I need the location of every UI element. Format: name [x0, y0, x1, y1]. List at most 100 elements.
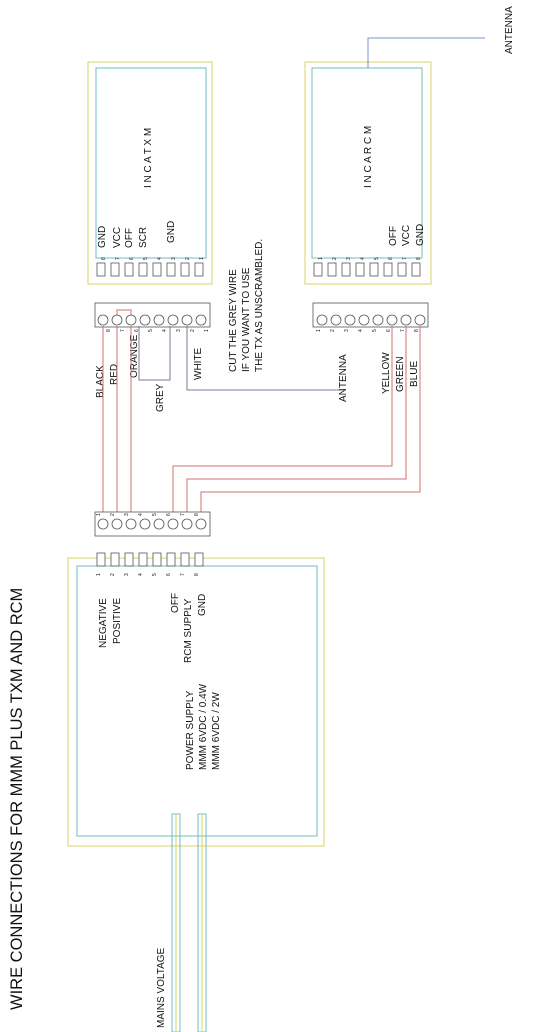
svg-text:2: 2	[332, 257, 338, 260]
svg-text:6: 6	[134, 329, 140, 332]
wire-label-black: BLACK	[95, 365, 106, 398]
svg-text:5: 5	[148, 329, 154, 332]
wire-label-yellow: YELLOW	[381, 352, 392, 394]
svg-text:IF YOU WANT TO USE: IF YOU WANT TO USE	[241, 267, 252, 372]
tx-wire-labels: BLACK RED ORANGE GREY WHITE	[95, 334, 204, 412]
rcm-name: I N C A R C M	[363, 126, 374, 188]
svg-text:3: 3	[124, 573, 130, 576]
wire-label-orange: ORANGE	[129, 334, 140, 378]
txm-pin-label: SCR	[138, 227, 149, 248]
txm-pin-label: GND	[97, 226, 108, 248]
wires	[102, 309, 421, 512]
svg-text:5: 5	[372, 329, 378, 332]
wire-green	[186, 326, 407, 512]
svg-text:MMM 6VDC / 2W: MMM 6VDC / 2W	[211, 692, 222, 770]
rcm-module: I N C A R C M OFF VCC GND 1 2 3 4 5 6 7 …	[304, 61, 432, 285]
svg-text:6: 6	[166, 573, 172, 576]
svg-text:2: 2	[110, 513, 116, 516]
svg-text:5: 5	[374, 257, 380, 260]
txm-pin-labels: GND VCC OFF SCR GND	[97, 221, 177, 248]
svg-text:7: 7	[402, 257, 408, 260]
rcm-pin-header: 1 2 3 4 5 6 7 8	[313, 257, 422, 277]
rcm-pin-label: VCC	[401, 225, 412, 246]
svg-text:6: 6	[166, 513, 172, 516]
psu-pin-labels: NEGATIVE POSITIVE OFF RCM SUPPLY GND	[98, 593, 208, 663]
svg-text:8: 8	[101, 257, 107, 260]
psu-pin-label: RCM SUPPLY	[183, 598, 194, 663]
txm-pin-label: OFF	[124, 228, 135, 248]
txm-name: I N C A T X M	[143, 128, 154, 188]
svg-text:7: 7	[180, 573, 186, 576]
svg-text:6: 6	[129, 257, 135, 260]
svg-text:1: 1	[318, 257, 324, 260]
wire-label-antenna: ANTENNA	[338, 354, 349, 402]
svg-text:8: 8	[414, 329, 420, 332]
wire-blue	[200, 326, 421, 512]
top-antenna-label: ANTENNA	[504, 6, 515, 54]
mains-voltage-label: MAINS VOLTAGE	[156, 947, 167, 1028]
mid-connector: 1 2 3 4 5 6 7 8	[94, 511, 211, 537]
txm-module: I N C A T X M GND VCC OFF SCR GND 8 7 6 …	[87, 61, 213, 285]
psu-pin-label: POSITIVE	[112, 598, 123, 644]
rx-connector: 1 2 3 4 5 6 7 8	[312, 302, 429, 332]
svg-text:4: 4	[157, 257, 163, 260]
svg-text:POWER SUPPLY: POWER SUPPLY	[185, 690, 196, 770]
svg-text:1: 1	[316, 329, 322, 332]
mains-cables	[171, 813, 207, 1032]
txm-pin-header: 8 7 6 5 4 3 2 1	[96, 257, 205, 277]
svg-text:1: 1	[199, 257, 205, 260]
psu-pin-label: NEGATIVE	[98, 598, 109, 648]
svg-text:8: 8	[194, 573, 200, 576]
svg-text:1: 1	[204, 329, 210, 332]
svg-text:3: 3	[346, 257, 352, 260]
svg-text:7: 7	[120, 329, 126, 332]
tx-connector: 8 7 6 5 4 3 2 1	[94, 302, 211, 332]
wire-label-red: RED	[109, 364, 120, 385]
svg-text:1: 1	[96, 573, 102, 576]
rcm-pin-label: OFF	[388, 226, 399, 246]
wire-label-blue: BLUE	[409, 361, 420, 387]
svg-text:8: 8	[416, 257, 422, 260]
wire-grey	[138, 326, 171, 381]
txm-pin-label: GND	[166, 221, 177, 243]
grey-wire-note: CUT THE GREY WIRE IF YOU WANT TO USE THE…	[228, 239, 265, 372]
wire-label-white: WHITE	[193, 347, 204, 380]
rcm-pin-labels: OFF VCC GND	[388, 224, 426, 246]
psu-pin-header: 1 2 3 4 5 6 7 8	[96, 552, 204, 576]
svg-text:4: 4	[358, 329, 364, 332]
svg-text:5: 5	[143, 257, 149, 260]
wire-jumper	[116, 309, 132, 316]
svg-text:4: 4	[360, 257, 366, 260]
psu-name: POWER SUPPLY MMM 6VDC / 0.4W MMM 6VDC / …	[185, 683, 222, 770]
wire-yellow	[172, 326, 393, 512]
wire-label-green: GREEN	[395, 356, 406, 392]
svg-text:5: 5	[152, 573, 158, 576]
rcm-pin-label: GND	[415, 224, 426, 246]
svg-text:2: 2	[110, 573, 116, 576]
svg-text:1: 1	[96, 513, 102, 516]
svg-text:CUT THE GREY WIRE: CUT THE GREY WIRE	[228, 269, 239, 372]
svg-text:3: 3	[124, 513, 130, 516]
wire-label-grey: GREY	[155, 383, 166, 412]
svg-text:3: 3	[171, 257, 177, 260]
diagram-title: WIRE CONNECTIONS FOR MMM PLUS TXM AND RC…	[8, 588, 26, 1010]
svg-text:3: 3	[344, 329, 350, 332]
svg-text:4: 4	[138, 573, 144, 576]
psu-pin-label: GND	[197, 594, 208, 616]
rx-wire-labels: ANTENNA YELLOW GREEN BLUE	[338, 352, 420, 402]
psu-pin-label: OFF	[170, 593, 181, 613]
svg-text:7: 7	[115, 257, 121, 260]
svg-text:4: 4	[162, 329, 168, 332]
svg-text:2: 2	[330, 329, 336, 332]
svg-text:8: 8	[194, 513, 200, 516]
svg-text:6: 6	[388, 257, 394, 260]
top-antenna-wire	[367, 37, 485, 68]
svg-text:7: 7	[400, 329, 406, 332]
svg-text:2: 2	[190, 329, 196, 332]
power-supply: 1 2 3 4 5 6 7 8 NEGATIVE POSITIVE OFF RC…	[67, 552, 325, 847]
svg-text:7: 7	[180, 513, 186, 516]
svg-text:3: 3	[176, 329, 182, 332]
wire-white	[186, 326, 346, 391]
txm-pin-label: VCC	[112, 227, 123, 248]
